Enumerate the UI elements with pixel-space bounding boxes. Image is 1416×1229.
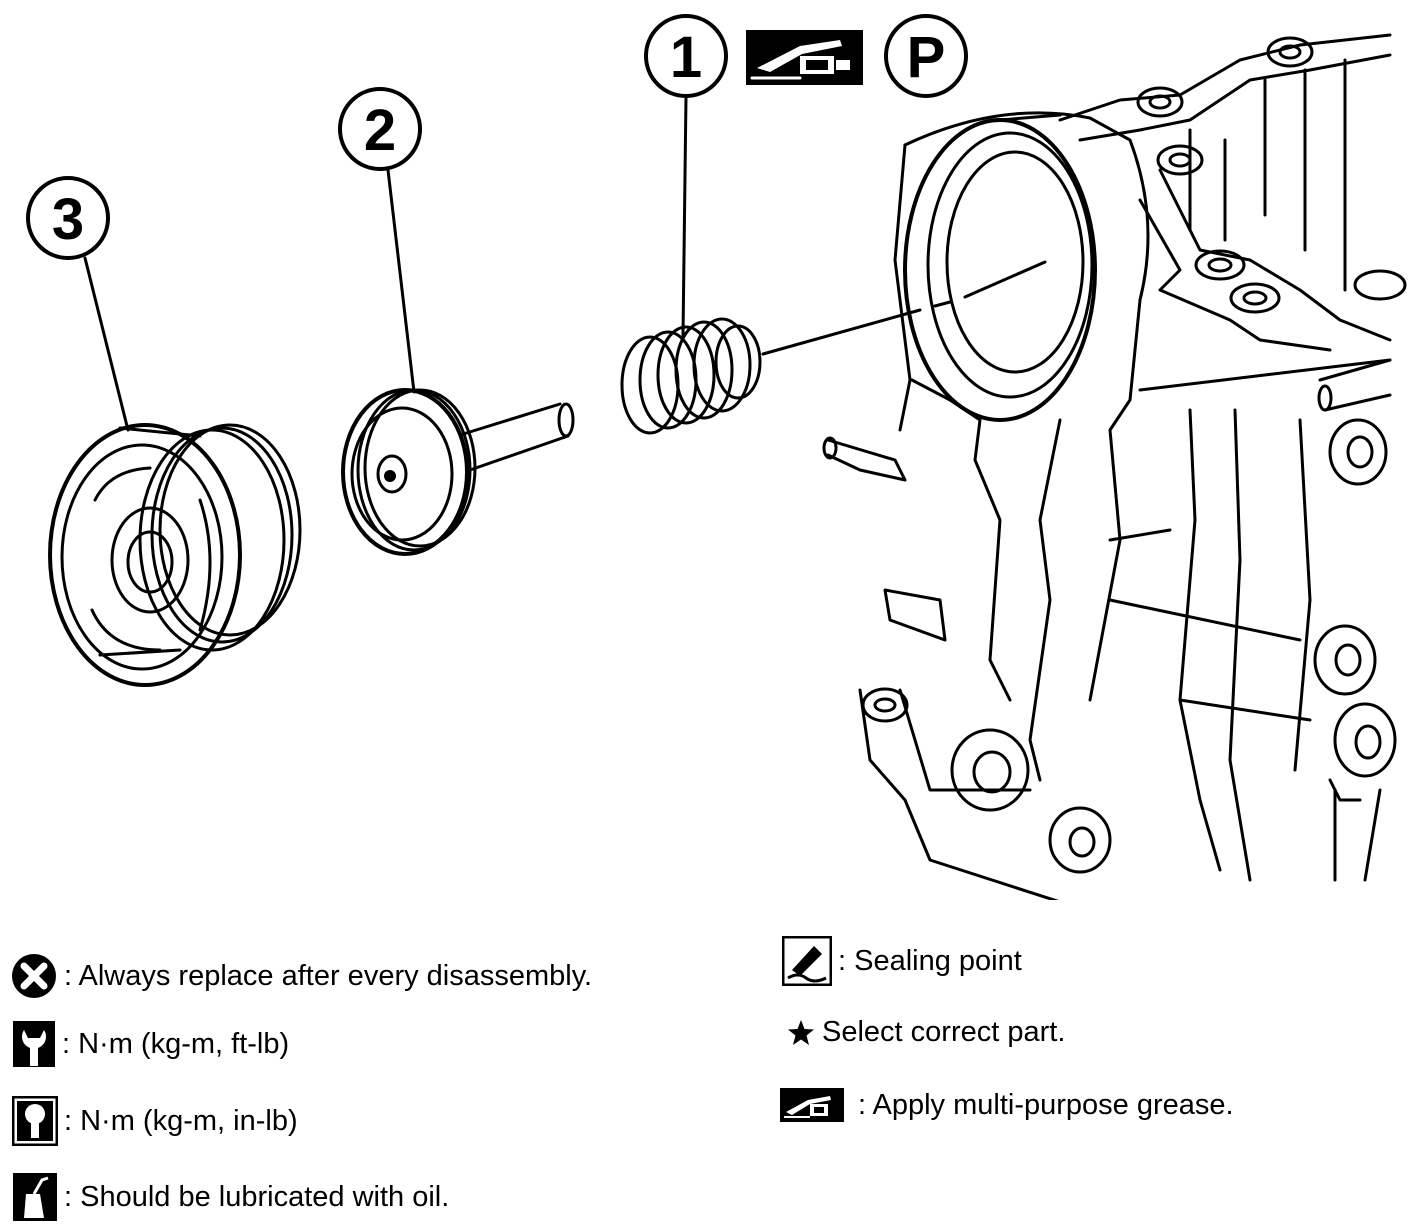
legend-torque-in: : N·m (kg-m, in-lb) [12,1096,298,1146]
legend-select-text: Select correct part. [822,1016,1066,1048]
wrench-in-icon [12,1096,58,1146]
legend-lubricate: : Should be lubricated with oil. [12,1172,449,1222]
idler-pulley-part-2 [341,388,575,556]
legend-replace-text: : Always replace after every disassembly… [64,959,593,992]
legend-replace: : Always replace after every disassembly… [10,952,592,1000]
callout-part-3: 3 [26,176,130,432]
svg-text:P: P [907,25,946,90]
legend-sealing: : Sealing point [782,936,1022,986]
legend-sealing-text: : Sealing point [838,944,1022,977]
engine-front-cover [822,33,1407,900]
legend-torque-in-text: : N·m (kg-m, in-lb) [64,1104,298,1137]
svg-text:3: 3 [52,187,84,252]
legend-grease: : Apply multi-purpose grease. [780,1088,1234,1122]
star-icon [788,1019,814,1045]
assembly-axis-line [761,260,1047,356]
svg-text:1: 1 [670,25,702,90]
legend-grease-text: : Apply multi-purpose grease. [858,1088,1234,1121]
legend-select: Select correct part. [786,1016,1065,1049]
p-symbol-icon: P [884,14,968,98]
oil-can-icon [13,1173,57,1221]
legend-torque-ft-text: : N·m (kg-m, ft-lb) [62,1027,290,1060]
x-circle-icon [12,954,56,998]
pulley-part-3 [48,423,302,687]
grease-gun-icon [780,1088,844,1122]
legend-torque-ft: : N·m (kg-m, ft-lb) [12,1020,289,1068]
exploded-view-diagram: 3 2 1 P [26,14,1407,900]
svg-text:2: 2 [364,98,396,163]
spring-part-1 [620,317,762,435]
wrench-icon [13,1021,55,1067]
callout-part-2: 2 [338,87,422,394]
legend-lubricate-text: : Should be lubricated with oil. [64,1180,450,1213]
sealant-tube-icon [782,936,832,986]
grease-gun-icon [746,30,863,85]
callout-part-1: 1 [644,14,728,338]
